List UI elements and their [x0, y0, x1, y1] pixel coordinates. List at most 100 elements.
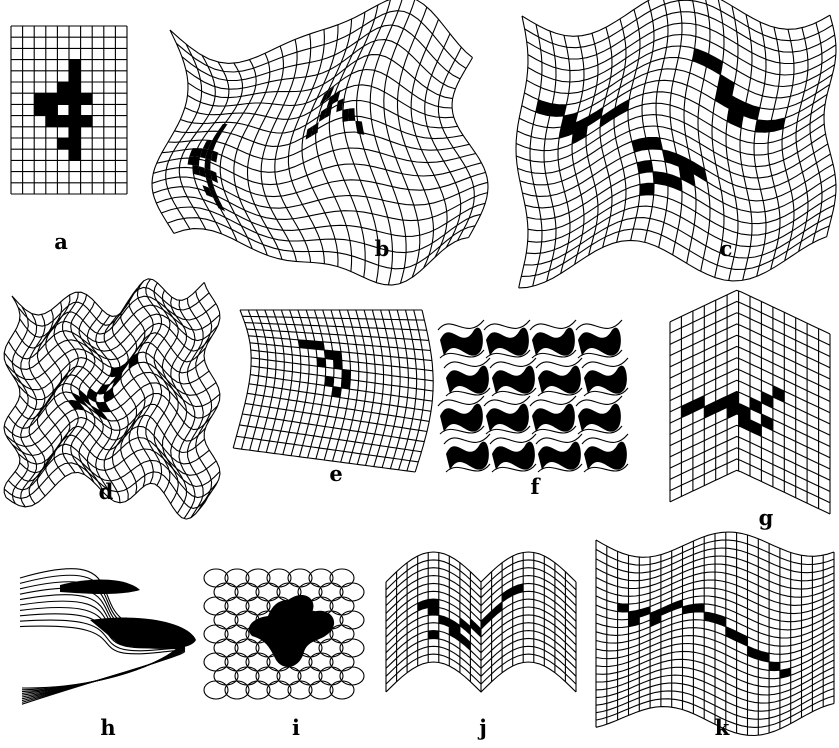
panel-i-circle: [330, 625, 354, 643]
panel-c-label: c: [720, 236, 733, 261]
panel-i-circle: [204, 597, 228, 615]
panel-e-grid-line: [245, 323, 427, 331]
panel-i-circle: [330, 597, 354, 615]
panel-i-circle: [309, 681, 333, 699]
panel-e-motif-cell: [324, 350, 333, 359]
panel-e-motif-cell: [334, 360, 343, 370]
panel-e-grid-line: [249, 336, 431, 351]
panel-a-motif-cell: [69, 93, 81, 104]
panel-d-grid-line: [18, 426, 209, 464]
panel-i-circle: [246, 653, 270, 671]
panel-i-circle: [340, 639, 364, 657]
panel-i-circle: [214, 583, 238, 601]
panel-i-circle: [225, 597, 249, 615]
panel-c-grid-line: [524, 58, 832, 105]
panel-f-swirl: [440, 328, 483, 356]
panel-i-circle: [256, 667, 280, 685]
panel-c-grid-line: [516, 16, 528, 288]
panel-j-motif-cell: [460, 618, 471, 635]
panel-e-grid-line: [233, 448, 415, 472]
panel-b-grid-line: [220, 60, 256, 249]
panel-i-circle: [235, 639, 259, 657]
panel-c-motif-cell: [646, 137, 663, 149]
panel-g: [670, 290, 830, 514]
panel-e-motif-cell: [333, 351, 342, 361]
panel-a: [11, 26, 127, 194]
panel-c-grid-line: [527, 12, 835, 59]
panel-c-grid-line: [684, 0, 696, 263]
panel-i-circle: [235, 667, 259, 685]
panel-k-motif-cell: [661, 604, 672, 615]
panel-a-motif-cell: [69, 104, 81, 115]
panel-i-circle: [330, 569, 354, 587]
panel-a-motif-cell: [34, 93, 46, 104]
panel-f-swirl: [538, 366, 581, 394]
panel-a-motif-cell: [81, 93, 93, 104]
panel-b-label: b: [375, 236, 390, 261]
panel-j-motif-cell: [428, 607, 439, 615]
panel-j: [386, 552, 576, 692]
panel-c-grid-line: [768, 27, 780, 269]
panel-e-motif-cell: [298, 340, 308, 349]
panel-k-label: k: [715, 715, 730, 740]
panel-e-grid-line: [239, 425, 421, 452]
panel-c: [516, 0, 836, 288]
panel-e-motif-cell: [342, 369, 351, 379]
panel-f-swirl: [492, 442, 535, 470]
panel-a-motif-cell: [46, 93, 58, 104]
panel-a-motif-cell: [57, 93, 69, 104]
panel-a-label: a: [54, 229, 68, 254]
panel-c-grid-line: [600, 27, 612, 247]
panel-i-circle: [309, 653, 333, 671]
panel-c-grid-line: [530, 24, 542, 286]
panel-a-motif-cell: [81, 116, 93, 127]
panel-a-motif-cell: [57, 116, 69, 127]
panel-i-circle: [319, 639, 343, 657]
panel-d-grid-line: [137, 281, 153, 484]
panel-b-motif-right-cell: [342, 109, 349, 122]
panel-e-label: e: [329, 461, 342, 486]
panel-f-swirl: [532, 404, 575, 432]
panel-f-swirl: [532, 328, 575, 356]
panel-i-circle: [309, 569, 333, 587]
panel-i-circle: [246, 569, 270, 587]
panel-h-strip: [20, 601, 185, 697]
panel-e-motif-cell: [317, 358, 326, 368]
panel-i-circle: [204, 625, 228, 643]
panel-d-label: d: [99, 479, 114, 504]
panel-f-swirl: [578, 328, 621, 356]
panel-i-circle: [204, 681, 228, 699]
panel-f-swirl: [578, 404, 621, 432]
panel-i-circle: [246, 597, 270, 615]
panel-c-motif-cell: [743, 103, 760, 120]
panel-d-grid-line: [4, 296, 20, 497]
panel-d-grid-line: [12, 279, 204, 317]
panel-b-motif-left-cell: [193, 165, 200, 175]
panel-k-motif-cell: [618, 603, 629, 612]
panel-b-grid-line: [425, 34, 461, 248]
panel-e-grid-line: [233, 310, 251, 448]
panel-c-grid-line: [754, 22, 766, 276]
panel-f: [438, 320, 628, 472]
panel-b-grid-line: [170, 0, 473, 63]
panel-c-motif-cell: [640, 183, 654, 195]
panel-f-swirl: [492, 366, 535, 394]
panel-c-grid-line: [544, 31, 556, 281]
panel-a-motif-cell: [69, 127, 81, 138]
panel-j-motif-cell: [492, 602, 503, 619]
panel-a-motif-cell: [46, 104, 58, 115]
panel-i: [204, 569, 364, 699]
panel-f-swirl: [440, 404, 483, 432]
panel-a-motif-cell: [69, 82, 81, 93]
panel-c-motif-cell: [637, 160, 653, 173]
panel-i-circle: [225, 681, 249, 699]
panel-b-motif-left-cell: [217, 124, 228, 133]
panel-h-band: [90, 618, 196, 649]
panel-k-motif-cell: [693, 604, 704, 612]
panel-b: [152, 0, 488, 285]
panel-i-circle: [319, 583, 343, 601]
panel-a-motif-cell: [69, 116, 81, 127]
panel-j-motif-cell: [428, 599, 439, 607]
panel-f-swirl: [486, 328, 529, 356]
panel-b-grid-line: [343, 5, 379, 283]
